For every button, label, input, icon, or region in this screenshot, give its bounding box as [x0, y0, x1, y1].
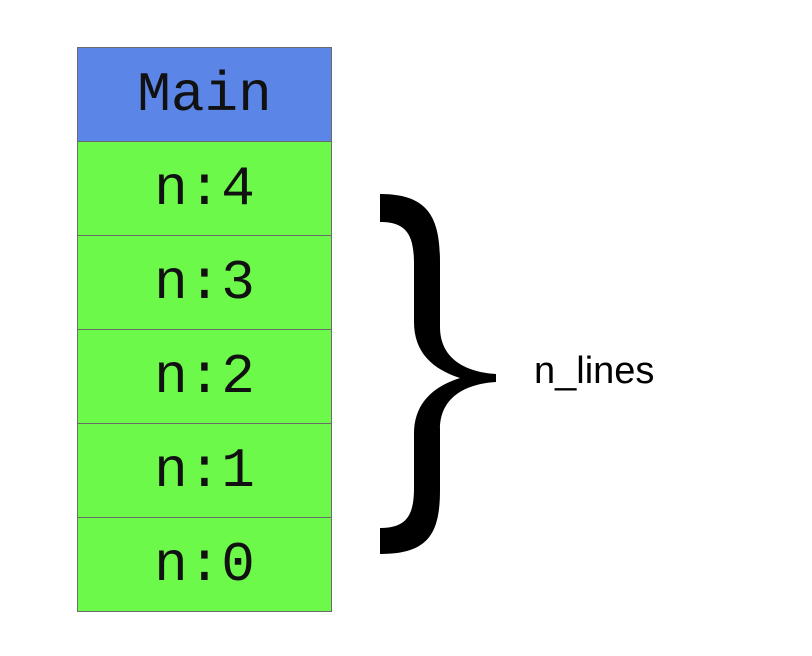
stack-frame: n:2	[78, 329, 331, 423]
stack-frame: n:1	[78, 423, 331, 517]
stack-frame: n:0	[78, 517, 331, 611]
stack-frame: n:3	[78, 235, 331, 329]
right-curly-brace-icon	[368, 182, 508, 562]
stack-frame-main: Main	[78, 48, 331, 141]
stack-frame: n:4	[78, 141, 331, 235]
n-lines-label: n_lines	[534, 350, 655, 392]
call-stack: Main n:4 n:3 n:2 n:1 n:0	[77, 47, 332, 612]
